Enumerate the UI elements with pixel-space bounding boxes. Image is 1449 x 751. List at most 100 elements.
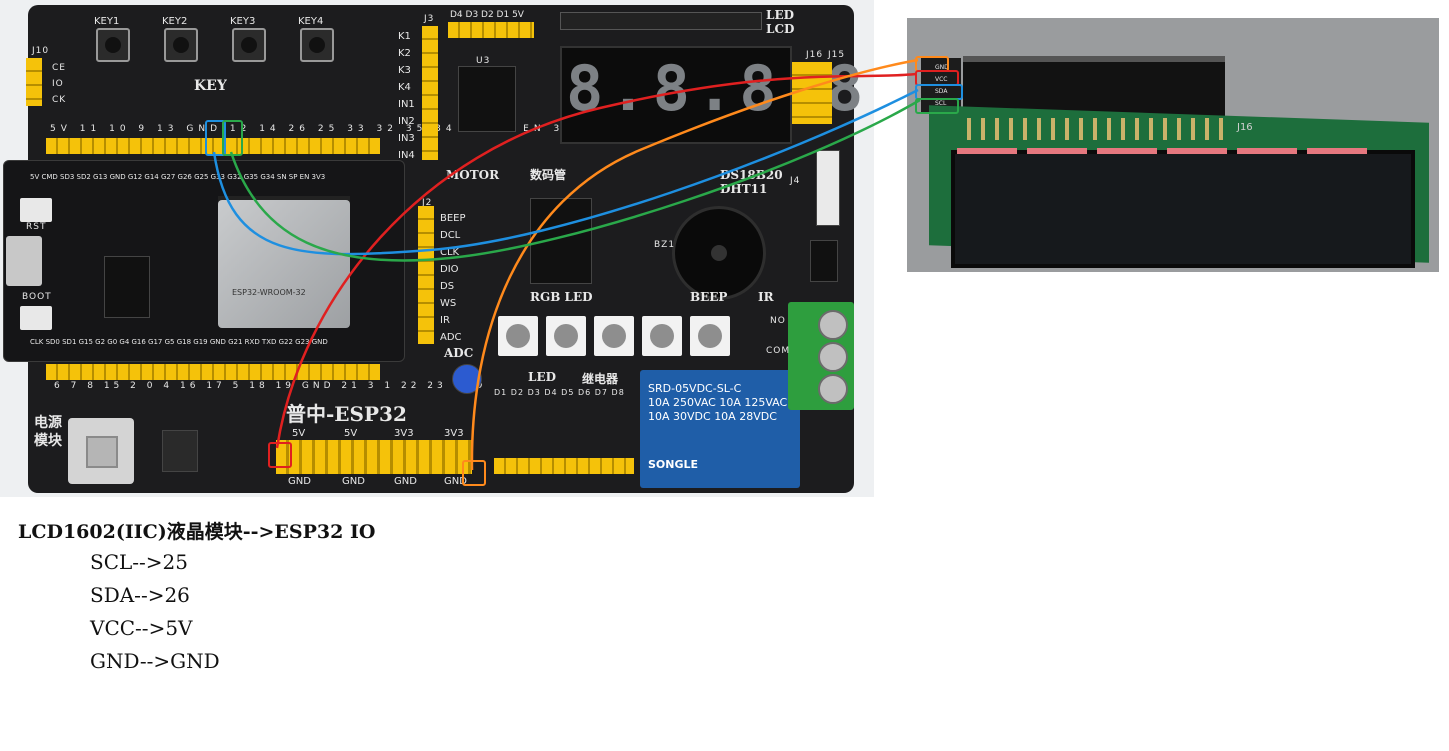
iic-pin-header — [921, 58, 961, 114]
voltage-regulator — [162, 430, 198, 472]
mapping-scl: SCL-->25 — [90, 550, 189, 574]
buzzer — [672, 206, 766, 300]
motor-driver-chip — [458, 66, 516, 132]
rgb-led-4 — [642, 316, 682, 356]
led-pin-labels: D1 D2 D3 D4 D5 D6 D7 D8 — [494, 388, 625, 397]
mapping-gnd: GND-->GND — [90, 649, 220, 673]
screw-1 — [818, 310, 848, 340]
lcd-backlight-strip — [957, 148, 1377, 154]
iic-adapter — [963, 56, 1225, 120]
module-name-label: ESP32-WROOM-32 — [232, 288, 306, 297]
rgb-led-3 — [594, 316, 634, 356]
ir-receiver — [810, 240, 838, 282]
rgb-led-1 — [498, 316, 538, 356]
board-title: 普中-ESP32 — [286, 402, 407, 426]
key2-label: KEY2 — [162, 16, 188, 27]
gnd-label-1: GND — [288, 476, 311, 487]
led-section-label: LED — [528, 370, 556, 384]
lcd1602-photo: GND VCC SDA SCL J16 — [907, 18, 1439, 272]
boot-label: BOOT — [22, 292, 52, 302]
mapping-vcc: VCC-->5V — [90, 616, 193, 640]
u1-chip — [530, 198, 592, 284]
lcd-pin-sda: SDA — [935, 88, 948, 95]
rst-label: RST — [26, 222, 47, 232]
power-module-label-2: 模块 — [34, 433, 62, 449]
j16-label: J16 — [806, 50, 824, 60]
lcd-pin-row — [967, 118, 1227, 140]
screw-2 — [818, 342, 848, 372]
gnd-label-3: GND — [394, 476, 417, 487]
rgb-led-section-label: RGB LED — [530, 290, 593, 304]
lcd-screen — [951, 150, 1415, 268]
power-header-3v3-a: 3V3 — [394, 428, 414, 439]
led-header — [494, 458, 634, 474]
adc-potentiometer — [452, 364, 482, 394]
j2-header — [418, 206, 434, 344]
adc-section-label: ADC — [444, 346, 474, 360]
gnd-label-2: GND — [342, 476, 365, 487]
lcd-socket — [560, 12, 762, 30]
esp32-wroom-shield — [218, 200, 350, 328]
relay-section-label: 继电器 — [582, 372, 619, 386]
key4-button-image — [300, 28, 334, 62]
j10-label: J10 — [32, 46, 50, 56]
j10-pin-ck: CK — [52, 95, 67, 105]
j3-label: J3 — [424, 14, 435, 24]
lcd-socket-label: LCD — [766, 22, 795, 36]
ds18b20-label: DS18B20 — [720, 168, 783, 182]
rgb-led-5 — [690, 316, 730, 356]
bz1-label: BZ1 — [654, 240, 676, 250]
bottom-header-pin-labels: 6 7 8 15 2 0 4 16 17 5 18 19 GND 21 3 1 … — [54, 381, 482, 391]
pin-5v-highlight — [268, 442, 292, 468]
j10-header — [26, 58, 42, 106]
j4-socket — [816, 150, 840, 226]
screw-3 — [818, 374, 848, 404]
j5-pin-labels: D4 D3 D2 D1 5V — [450, 10, 524, 20]
key-section-label: KEY — [194, 78, 227, 94]
j10-pin-io: IO — [52, 79, 64, 89]
key1-button-image — [96, 28, 130, 62]
j4-label: J4 — [790, 176, 801, 186]
caption-title: LCD1602(IIC)液晶模块-->ESP32 IO — [18, 521, 376, 543]
rst-button-image — [20, 198, 52, 222]
nixie-section-label: 数码管 — [530, 168, 567, 182]
usb-port — [6, 236, 42, 286]
power-switch — [68, 418, 134, 484]
dht11-label: DHT11 — [720, 182, 768, 196]
lcd-pin-scl: SCL — [935, 100, 947, 107]
j15-label: J15 — [828, 50, 846, 60]
lcd-board-label: J16 — [1237, 122, 1253, 133]
lcd-pin-gnd: GND — [935, 64, 949, 71]
led-socket-label: LED — [766, 8, 794, 22]
j16-j15-header — [792, 62, 832, 124]
power-header-3v3-b: 3V3 — [444, 428, 464, 439]
pin-gnd-highlight — [462, 460, 486, 486]
key1-label: KEY1 — [94, 16, 120, 27]
j5-header — [448, 22, 534, 38]
power-header-5v-b: 5V — [344, 428, 358, 439]
beep-section-label: BEEP — [690, 290, 728, 304]
usb-serial-chip — [104, 256, 150, 318]
mapping-sda: SDA-->26 — [90, 583, 190, 607]
power-header — [276, 440, 472, 474]
rgb-led-2 — [546, 316, 586, 356]
esp32-board-photo: KEY1 KEY2 KEY3 KEY4 KEY J10 CE IO CK 5V … — [0, 0, 874, 497]
module-bottom-pin-labels: CLK SD0 SD1 G15 G2 G0 G4 G16 G17 G5 G18 … — [30, 338, 328, 346]
motor-section-label: MOTOR — [446, 168, 500, 182]
pin-25-highlight — [222, 120, 243, 156]
ir-section-label: IR — [758, 290, 774, 304]
gnd-label-4: GND — [444, 476, 467, 487]
lcd-pin-vcc: VCC — [935, 76, 948, 83]
terminal-com-label: COM — [766, 346, 791, 356]
j3-header — [422, 26, 438, 160]
lcd-scl-highlight — [915, 98, 959, 114]
relay-text: SRD-05VDC-SL-C 10A 250VAC 10A 125VAC 10A… — [648, 382, 788, 471]
terminal-no-label: NO — [770, 316, 786, 326]
power-module-label-1: 电源 — [34, 415, 62, 431]
key4-label: KEY4 — [298, 16, 324, 27]
bottom-pin-header — [46, 364, 380, 380]
module-top-pin-labels: 5V CMD SD3 SD2 G13 GND G12 G14 G27 G26 G… — [30, 173, 326, 181]
j10-pin-ce: CE — [52, 63, 66, 73]
u3-label: U3 — [476, 56, 491, 66]
